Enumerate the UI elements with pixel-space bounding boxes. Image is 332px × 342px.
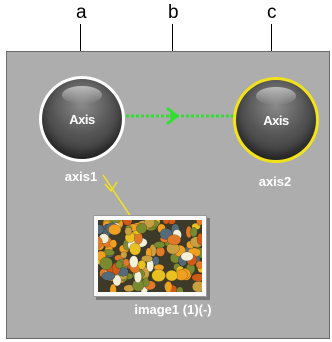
- fruit-texture-blob: [98, 224, 105, 235]
- fruit-texture-blob: [162, 220, 170, 225]
- image-link-line[interactable]: [102, 174, 134, 221]
- image-link-arrow-icon: [104, 181, 118, 193]
- fruit-texture-blob: [153, 241, 166, 249]
- fruit-texture-blob: [189, 227, 198, 238]
- fruit-texture-blob: [112, 274, 122, 287]
- fruit-texture-blob: [143, 220, 156, 228]
- fruit-texture-blob: [195, 260, 202, 269]
- axis1-node-type-label: Axis: [69, 111, 95, 127]
- fruit-texture-blob: [101, 271, 116, 281]
- fruit-texture-blob: [165, 269, 178, 282]
- fruit-texture-blob: [122, 258, 130, 267]
- axis1-node[interactable]: Axis: [39, 76, 125, 162]
- fruit-texture-blob: [167, 234, 182, 246]
- axis2-node[interactable]: Axis: [233, 77, 319, 163]
- connection-layer: [102, 106, 235, 221]
- fruit-texture-blob: [124, 226, 133, 236]
- fruit-pile-thumbnail: [98, 220, 202, 292]
- fruit-texture-blob: [164, 281, 173, 292]
- fruit-texture-blob: [109, 239, 118, 249]
- fruit-texture-blob: [99, 256, 113, 270]
- fruit-texture-blob: [141, 255, 153, 263]
- callout-label-b: b: [168, 2, 179, 23]
- fruit-texture-blob: [129, 255, 139, 268]
- axis2-node-name: axis2: [258, 174, 292, 189]
- axis2-node-type-label: Axis: [263, 112, 289, 128]
- fruit-texture-blob: [191, 273, 202, 282]
- fruit-texture-blob: [196, 233, 202, 246]
- fruit-texture-blob: [136, 222, 148, 234]
- fruit-texture-blob: [196, 220, 202, 226]
- axis1-node-name: axis1: [64, 169, 98, 184]
- callout-label-c: c: [267, 2, 277, 23]
- image1-node[interactable]: [93, 215, 207, 297]
- node-graph-canvas[interactable]: Axis axis1 Axis axis2 image1 (1)(-): [6, 51, 330, 339]
- fruit-texture-blob: [120, 251, 128, 259]
- fruit-texture-blob: [98, 236, 103, 249]
- fruit-texture-blob: [151, 269, 166, 282]
- fruit-texture-blob: [176, 286, 184, 292]
- link-arrow-icon: [166, 106, 180, 126]
- image1-node-name: image1 (1)(-): [134, 302, 212, 317]
- callout-label-a: a: [76, 2, 87, 23]
- fruit-texture-blob: [129, 242, 141, 256]
- fruit-texture-blob: [115, 260, 123, 270]
- link-midpoint-handle[interactable]: [169, 112, 177, 120]
- fruit-texture-blob: [180, 251, 194, 262]
- fruit-texture-blob: [109, 283, 117, 292]
- fruit-texture-blob: [137, 259, 147, 270]
- fruit-texture-blob: [108, 224, 122, 236]
